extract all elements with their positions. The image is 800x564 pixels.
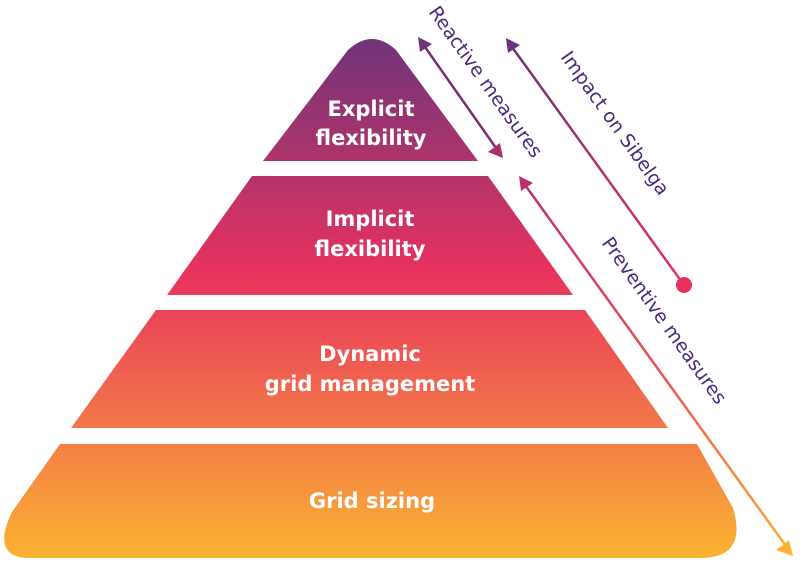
tier-4-label: Grid sizing xyxy=(309,489,435,513)
tier-dynamic-grid-management xyxy=(71,310,668,428)
arrow-head-up-icon xyxy=(506,38,520,53)
tier-grid-sizing xyxy=(4,444,737,558)
arrow-head-down-icon xyxy=(488,143,503,158)
tier-3-label-line2: grid management xyxy=(265,372,476,396)
arrow-head-up-icon xyxy=(519,176,533,191)
tier-3-label-line1: Dynamic xyxy=(319,342,421,366)
tier-explicit-flexibility xyxy=(263,39,478,161)
tier-implicit-flexibility xyxy=(167,176,573,295)
arrow-head-down-icon xyxy=(776,540,793,556)
reactive-measures-arrow xyxy=(418,37,503,158)
impact-on-sibelga-label: Impact on Sibelga xyxy=(556,47,674,199)
preventive-measures-arrow xyxy=(519,176,793,556)
impact-arrow xyxy=(506,38,692,293)
tier-2-label-line2: flexibility xyxy=(315,237,426,261)
impact-dot-icon xyxy=(676,277,692,293)
arrow-head-up-icon xyxy=(418,37,432,52)
tier-2-label-line1: Implicit xyxy=(326,207,415,231)
tier-1-label-line2: flexibility xyxy=(316,126,427,150)
tier-1-label-line1: Explicit xyxy=(327,97,414,121)
